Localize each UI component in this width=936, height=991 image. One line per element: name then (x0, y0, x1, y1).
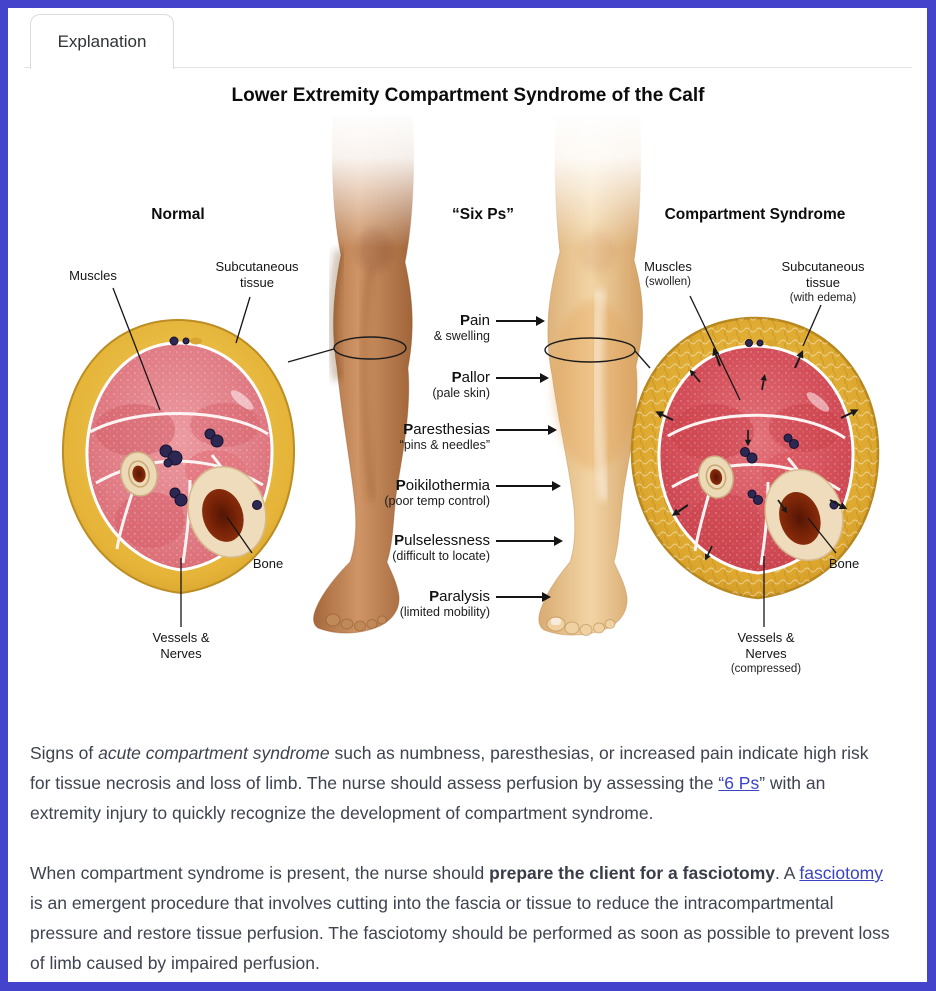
text-segment: such as numbness, paresthesias, or incre… (30, 743, 869, 793)
six-ps-detail: “pins & needles” (399, 438, 490, 452)
six-ps-detail: (pale skin) (432, 386, 490, 400)
six-ps-item-poikilothermia: Poikilothermia (poor temp control) (318, 477, 561, 509)
text-segment: When compartment syndrome is present, th… (30, 863, 490, 883)
syndrome-heading: Compartment Syndrome (664, 206, 846, 223)
syndrome-bone-label: Bone (828, 556, 860, 571)
link-fasciotomy[interactable]: fasciotomy (799, 863, 884, 883)
six-ps-term: Poikilothermia (395, 477, 490, 494)
six-ps-heading: “Six Ps” (451, 206, 515, 223)
six-ps-item-pallor: Pallor (pale skin) (318, 369, 549, 401)
text-segment: prepare the client for a fasciotomy (489, 863, 776, 883)
six-ps-detail: (poor temp control) (384, 494, 490, 508)
link-6-ps[interactable]: “6 Ps (718, 773, 760, 793)
syndrome-subcutaneous-note: (with edema) (789, 292, 857, 304)
paresthesias-arrow (496, 425, 557, 435)
pallor-arrow (496, 373, 549, 383)
explanation-paragraph-2: When compartment syndrome is present, th… (30, 858, 892, 978)
text-segment: acute compartment syndrome (98, 743, 330, 763)
syndrome-muscles-note: (swollen) (644, 276, 691, 288)
six-ps-term: Paralysis (429, 588, 490, 605)
explanation-text: Signs of acute compartment syndrome such… (30, 738, 892, 978)
pulselessness-arrow (496, 536, 563, 546)
six-ps-term: Pallor (451, 369, 490, 386)
syndrome-subcutaneous-label: Subcutaneous tissue (with edema) (773, 259, 873, 305)
tab-explanation[interactable]: Explanation (30, 14, 174, 69)
text-segment: Signs of (30, 743, 99, 763)
syndrome-subcutaneous-text: Subcutaneous tissue (781, 259, 865, 290)
six-ps-item-paralysis: Paralysis (limited mobility) (318, 588, 551, 620)
six-ps-term: Paresthesias (403, 421, 490, 438)
syndrome-vessels-text: Vessels & Nerves (737, 630, 795, 661)
normal-muscles-label: Muscles (69, 268, 117, 283)
syndrome-vessels-label: Vessels & Nerves (compressed) (726, 630, 806, 676)
explanation-paragraph-1: Signs of acute compartment syndrome such… (30, 738, 892, 828)
six-ps-detail: & swelling (433, 329, 490, 343)
pain-arrow (496, 316, 545, 326)
normal-heading: Normal (151, 206, 205, 223)
normal-bone-label: Bone (252, 556, 284, 571)
six-ps-item-paresthesias: Paresthesias “pins & needles” (318, 421, 557, 453)
normal-vessels-label: Vessels & Nerves (152, 630, 210, 661)
figure-title: Lower Extremity Compartment Syndrome of … (231, 85, 705, 106)
poikilothermia-arrow (496, 481, 561, 491)
six-ps-detail: (limited mobility) (399, 605, 490, 619)
text-segment: . A (775, 863, 800, 883)
normal-subcutaneous-label: Subcutaneous tissue (215, 259, 299, 290)
text-segment: ” with an extremity injury to quickly re… (30, 773, 826, 823)
six-ps-item-pulselessness: Pulselessness (difficult to locate) (318, 532, 563, 564)
tab-explanation-label: Explanation (57, 32, 147, 51)
six-ps-detail: (difficult to locate) (392, 549, 490, 563)
six-ps-item-pain: Pain & swelling (318, 312, 545, 344)
six-ps-term: Pain (459, 312, 490, 329)
paralysis-arrow (496, 592, 551, 602)
syndrome-muscles-text: Muscles (644, 259, 692, 274)
six-ps-term: Pulselessness (394, 532, 490, 549)
syndrome-vessels-note: (compressed) (730, 663, 802, 675)
tab-panel-border (24, 67, 912, 68)
syndrome-muscles-label: Muscles (swollen) (633, 259, 703, 289)
text-segment: is an emergent procedure that involves c… (30, 893, 890, 973)
